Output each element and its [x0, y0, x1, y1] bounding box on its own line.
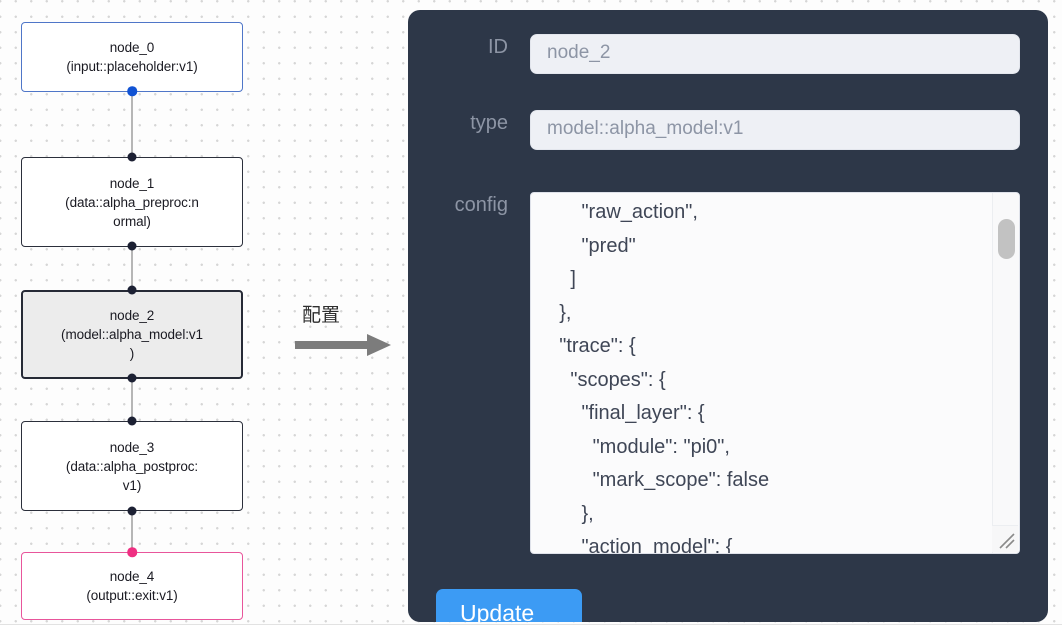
- graph-node-node_2[interactable]: node_2 (model::alpha_model:v1 ): [21, 290, 243, 379]
- node-label-line1: node_1: [109, 175, 155, 191]
- config-scrollbar-track[interactable]: [992, 193, 1019, 553]
- node-label-line1: node_3: [109, 439, 155, 455]
- annotation-label: 配置: [302, 304, 341, 326]
- node-label-line3: ormal): [113, 213, 151, 229]
- node-label-line1: node_2: [109, 308, 155, 323]
- id-input[interactable]: node_2: [530, 34, 1020, 74]
- field-row-id: ID node_2: [420, 34, 1020, 74]
- node-label-line2: (data::alpha_preproc:n: [65, 194, 199, 210]
- node-label-line2: (output::exit:v1): [86, 588, 178, 603]
- port-node_0-out[interactable]: [127, 86, 137, 96]
- port-node_1-out[interactable]: [127, 241, 137, 251]
- config-textarea-wrapper[interactable]: "raw_action", "pred" ] }, "trace": { "sc…: [530, 192, 1020, 554]
- label-config: config: [454, 194, 508, 216]
- node-label-line2: (model::alpha_model:v1: [61, 327, 203, 342]
- node-label-line1: node_4: [109, 569, 155, 584]
- port-node_2-in[interactable]: [127, 285, 137, 295]
- resize-handle-icon[interactable]: [992, 525, 1018, 552]
- node-label-line2: (data::alpha_postproc:: [65, 458, 199, 474]
- field-row-type: type model::alpha_model:v1: [420, 110, 1020, 150]
- config-textarea[interactable]: "raw_action", "pred" ] }, "trace": { "sc…: [559, 201, 770, 553]
- update-button[interactable]: Update: [436, 589, 582, 622]
- node-inspector-panel: ID node_2 type model::alpha_model:v1 con…: [408, 10, 1048, 622]
- node-label-line1: node_0: [109, 40, 155, 55]
- type-input[interactable]: model::alpha_model:v1: [530, 110, 1020, 150]
- config-scrollbar-thumb[interactable]: [998, 219, 1015, 259]
- label-type: type: [470, 112, 508, 134]
- port-node_3-in[interactable]: [127, 416, 137, 426]
- port-node_1-in[interactable]: [127, 152, 137, 162]
- edge-node3-node4: [131, 510, 133, 554]
- edge-node2-node3: [131, 376, 133, 421]
- graph-node-node_0[interactable]: node_0 (input::placeholder:v1): [21, 22, 243, 92]
- node-label-line3: ): [129, 346, 135, 361]
- right-arrow-icon: [295, 332, 395, 363]
- graph-node-node_1[interactable]: node_1 (data::alpha_preproc:n ormal): [21, 157, 243, 247]
- field-row-config: config "raw_action", "pred" ] }, "trace"…: [420, 192, 1020, 554]
- graph-node-node_4[interactable]: node_4 (output::exit:v1): [21, 552, 243, 620]
- edge-node1-node2: [131, 245, 133, 293]
- annotation-group: 配置: [295, 300, 405, 362]
- port-node_3-out[interactable]: [127, 506, 137, 516]
- port-node_2-out[interactable]: [127, 373, 137, 383]
- label-id: ID: [488, 36, 508, 58]
- edge-node0-node1: [131, 88, 133, 158]
- node-label-line3: v1): [122, 477, 142, 493]
- graph-node-node_3[interactable]: node_3 (data::alpha_postproc: v1): [21, 421, 243, 511]
- node-label-line2: (input::placeholder:v1): [66, 59, 198, 74]
- port-node_4-in[interactable]: [127, 547, 137, 557]
